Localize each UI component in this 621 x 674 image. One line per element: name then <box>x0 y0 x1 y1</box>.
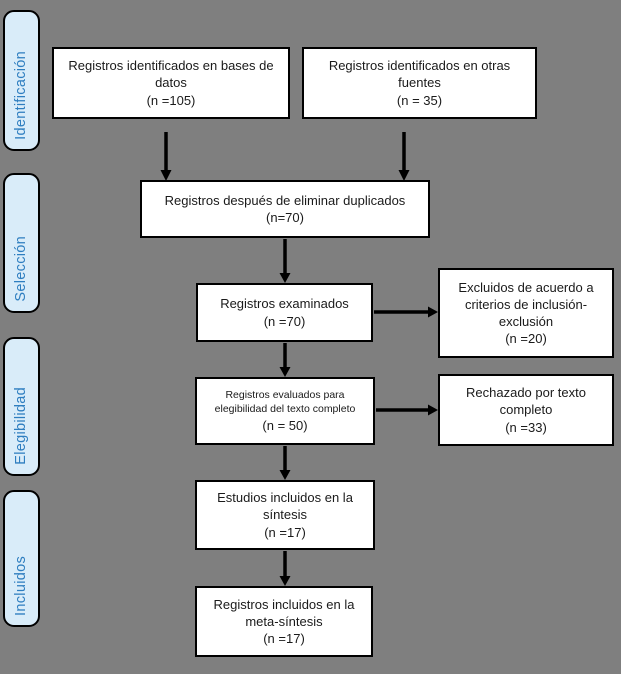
arrow-synthesis-to-metasynthesis <box>279 551 291 586</box>
box-fulltext-rejected-text: Rechazado por texto completo <box>466 385 586 418</box>
box-included-synthesis-text: Estudios incluidos en la síntesis <box>217 490 353 523</box>
box-excluded-criteria-n: (n =20) <box>505 331 547 347</box>
stage-label-identificacion: Identificación <box>13 51 30 140</box>
box-screened: Registros examinados (n =70) <box>196 283 373 342</box>
arrow-other-to-dedup <box>398 132 410 181</box>
box-fulltext-assessed-text: Registros evaluados para elegibilidad de… <box>214 389 356 416</box>
box-excluded-criteria-text: Excluidos de acuerdo a criterios de incl… <box>458 279 594 329</box>
box-identified-other-sources: Registros identificados en otras fuentes… <box>302 47 537 119</box>
box-after-duplicates-text: Registros después de eliminar duplicados <box>164 192 406 208</box>
box-included-metasynthesis: Registros incluidos en la meta-síntesis … <box>195 586 373 657</box>
stage-pill-seleccion: Selección <box>3 173 40 313</box>
stage-label-seleccion: Selección <box>13 236 30 302</box>
stage-pill-identificacion: Identificación <box>3 10 40 151</box>
box-screened-text: Registros examinados <box>220 296 349 312</box>
box-screened-n: (n =70) <box>263 313 306 329</box>
box-after-duplicates-n: (n=70) <box>266 210 304 225</box>
box-identified-databases-n: (n =105) <box>146 92 196 108</box>
box-fulltext-assessed: Registros evaluados para elegibilidad de… <box>195 377 375 445</box>
stage-label-incluidos: Incluidos <box>13 556 30 616</box>
arrow-fulltext-to-rejected <box>376 404 438 416</box>
arrow-screened-to-excluded <box>374 306 438 318</box>
stage-pill-elegibilidad: Elegibilidad <box>3 337 40 476</box>
arrow-fulltext-to-synthesis <box>279 446 291 480</box>
box-identified-other-sources-n: (n = 35) <box>396 92 443 108</box>
box-identified-databases: Registros identificados en bases de dato… <box>52 47 290 119</box>
box-identified-other-sources-text: Registros identificados en otras fuentes <box>328 58 511 91</box>
box-fulltext-rejected: Rechazado por texto completo (n =33) <box>438 374 614 446</box>
box-included-metasynthesis-n: (n =17) <box>263 631 305 647</box>
box-included-synthesis: Estudios incluidos en la síntesis (n =17… <box>195 480 375 550</box>
box-identified-databases-text: Registros identificados en bases de dato… <box>68 58 274 91</box>
stage-pill-incluidos: Incluidos <box>3 490 40 627</box>
box-fulltext-assessed-n: (n = 50) <box>262 417 308 433</box>
box-fulltext-rejected-n: (n =33) <box>505 419 547 435</box>
arrow-databases-to-dedup <box>160 132 172 181</box>
arrow-dedup-to-screened <box>279 239 291 283</box>
arrow-screened-to-fulltext <box>279 343 291 377</box>
box-included-metasynthesis-text: Registros incluidos en la meta-síntesis <box>213 596 355 629</box>
box-included-synthesis-n: (n =17) <box>264 524 306 540</box>
stage-label-elegibilidad: Elegibilidad <box>13 387 30 465</box>
box-after-duplicates: Registros después de eliminar duplicados… <box>140 180 430 238</box>
box-excluded-criteria: Excluidos de acuerdo a criterios de incl… <box>438 268 614 358</box>
